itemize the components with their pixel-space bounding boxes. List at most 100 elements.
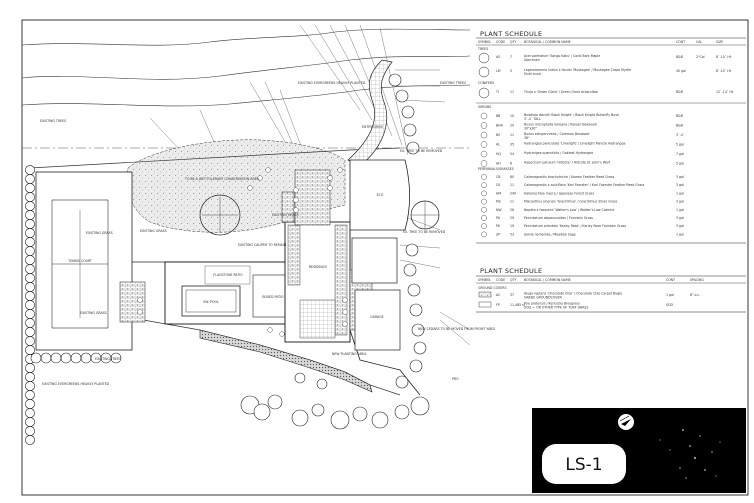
shrub-symbol bbox=[137, 309, 143, 315]
hedge-band bbox=[199, 329, 373, 393]
schedule-name: Lagerstroemia indica x fauriei 'Muskogee… bbox=[524, 68, 631, 72]
tree-symbol bbox=[405, 243, 419, 257]
site-plan: TENNIS COURT SW. POOL BOXED PATIO FLAGST… bbox=[21, 24, 495, 445]
tree-symbol bbox=[25, 300, 35, 310]
tree-symbol bbox=[316, 378, 328, 390]
tree-symbol bbox=[25, 381, 35, 391]
schedule-cont: 3 gal bbox=[676, 175, 684, 179]
grass-symbol bbox=[481, 231, 487, 238]
shrub-symbol bbox=[293, 187, 299, 193]
tree-symbol bbox=[478, 66, 490, 78]
residence-label: RESIDENCE bbox=[309, 265, 327, 269]
schedule-cont: 7 gal bbox=[676, 152, 684, 156]
pro-label: PRO bbox=[452, 377, 459, 381]
schedule-1-title: PLANT SCHEDULE bbox=[480, 30, 542, 38]
schedule-cont: 3 gal bbox=[676, 183, 684, 187]
grass-symbol bbox=[481, 206, 487, 213]
wetland-label: TO BE A WET-TOLERANT CONSERVATION AREA bbox=[184, 177, 260, 181]
ex-grass-label-3: EXISTING GRASS bbox=[140, 229, 167, 233]
schedule-name: Ajuga reptans 'Chocolate Chip' / Chocola… bbox=[524, 292, 622, 296]
schedule-size: 12`-14` Ht bbox=[716, 90, 734, 94]
schedule-code: SP bbox=[496, 232, 500, 236]
schedule-qty: 37 bbox=[510, 293, 514, 297]
shrub-symbol bbox=[293, 207, 299, 213]
tree-symbol bbox=[25, 399, 35, 409]
schedule-1-col-header: SIZE bbox=[716, 40, 723, 44]
ex-tree-removed-label-2: EX. TREE TO BE REMOVED bbox=[403, 230, 446, 234]
schedule-qty: 5 bbox=[510, 69, 512, 73]
schedule-2-col-header: CONT bbox=[666, 278, 675, 282]
shrub-symbol bbox=[327, 175, 333, 181]
eco-label: ECO bbox=[377, 193, 384, 197]
sheet-number: LS-1 bbox=[565, 455, 602, 475]
schedule-qty: 11,485 sf bbox=[510, 303, 526, 307]
schedule-qty: 35 bbox=[510, 143, 514, 147]
schedule-cont: 1 gal bbox=[676, 208, 684, 212]
ex-tree-remain-label: EXISTING CALIPER TO REMAIN bbox=[238, 243, 287, 247]
ex-tree-removed-label-1: EX. TREE TO BE REMOVED bbox=[400, 149, 443, 153]
tree-symbol bbox=[25, 273, 35, 283]
tree-symbol bbox=[407, 283, 421, 297]
schedule-name: Pennisetum alopecuroides / Fountain Gras… bbox=[524, 216, 593, 220]
schedule-1-col-header: CONT bbox=[676, 40, 685, 44]
flagstone-label: FLAGSTONE PATIO bbox=[213, 273, 243, 277]
conifers-heading: CONIFERS bbox=[478, 81, 494, 85]
schedule-qty: 11 bbox=[510, 133, 514, 137]
schedule-qty: 7 bbox=[510, 55, 512, 59]
shrub-symbol bbox=[257, 175, 263, 181]
schedule-cont: 1 gal bbox=[676, 232, 684, 236]
tree-symbol bbox=[403, 263, 417, 277]
schedule-1-col-header: BOTANICAL / COMMON NAME bbox=[524, 40, 571, 44]
tree-symbol bbox=[25, 165, 35, 175]
schedule-qty: 26 bbox=[510, 208, 514, 212]
tree-symbol bbox=[25, 282, 35, 292]
tree-symbol bbox=[25, 192, 35, 202]
schedule-cont: 3 gal bbox=[676, 200, 684, 204]
schedule-code: HL bbox=[496, 143, 500, 147]
logo-sparkle bbox=[659, 429, 721, 479]
schedule-1-col-header: CODE bbox=[496, 40, 505, 44]
schedule-code: LM bbox=[496, 69, 501, 73]
schedule-code: TI bbox=[495, 90, 499, 94]
tree-symbol bbox=[388, 73, 402, 87]
ex-grass-label-2: EXISTING GRASS bbox=[80, 311, 107, 315]
shrub-symbol bbox=[480, 160, 488, 167]
schedule-qty: 11 bbox=[510, 183, 514, 187]
groundcover-heading: GROUND COVERS bbox=[478, 286, 507, 290]
tree-symbol bbox=[401, 105, 415, 119]
tree-symbol bbox=[371, 411, 389, 429]
schedule-qty: 54 bbox=[510, 152, 514, 156]
tree-symbol bbox=[25, 408, 35, 418]
tennis-court: TENNIS COURT bbox=[35, 171, 133, 351]
schedule-code: MS bbox=[496, 200, 501, 204]
tree-symbol bbox=[25, 183, 35, 193]
perimeter-trees-left bbox=[25, 165, 35, 445]
schedule-name: Buxus microphylla koreana / Korean Boxwo… bbox=[524, 123, 597, 127]
tree-symbol bbox=[478, 52, 490, 64]
schedule-cont: 1 gal bbox=[666, 293, 674, 297]
schedule-qty: 6 bbox=[510, 162, 512, 166]
schedule-code: HM bbox=[496, 191, 501, 195]
residence: SW. POOL BOXED PATIO FLAGSTONE PATIO bbox=[164, 261, 296, 325]
schedule-cont: 45 gal bbox=[676, 69, 686, 73]
schedule-qty: 11 bbox=[510, 200, 514, 204]
shrub-symbol bbox=[293, 197, 299, 203]
tree-symbol bbox=[80, 352, 92, 364]
ex-trees-label-3: EXISTING TREES bbox=[95, 357, 121, 361]
groundcover-symbol bbox=[478, 301, 492, 308]
schedule-2-col-header: QTY bbox=[510, 278, 516, 282]
shrub-symbol bbox=[342, 309, 348, 315]
schedule-name: Thuja x 'Green Giant' / Green Giant Arbo… bbox=[523, 90, 598, 94]
tree-symbol bbox=[311, 403, 325, 417]
schedule-code: PA bbox=[496, 216, 501, 220]
conifer-symbol bbox=[478, 87, 490, 99]
tree-symbol bbox=[395, 89, 409, 103]
schedule-cont: 5 gal bbox=[676, 143, 684, 147]
schedule-name: Hydrangea quercifolia / Oakleaf Hydrange… bbox=[524, 151, 593, 155]
schedule-2-col-header: CODE bbox=[496, 278, 505, 282]
schedule-code: HQ bbox=[496, 152, 501, 156]
grass-symbol bbox=[481, 198, 487, 205]
